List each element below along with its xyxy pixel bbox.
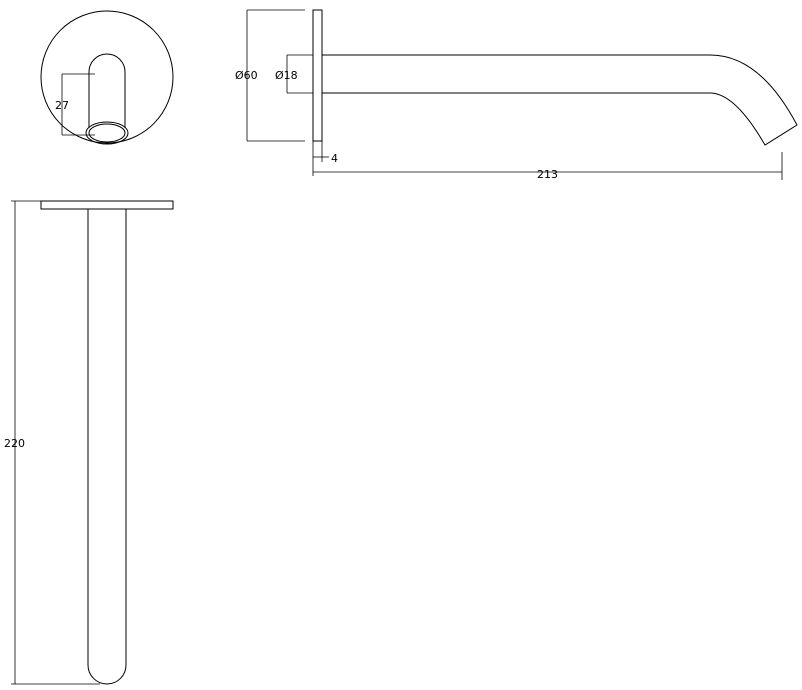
front-view: 27 bbox=[40, 10, 174, 145]
dim-label-220: 220 bbox=[4, 437, 25, 450]
dim-label-4: 4 bbox=[331, 152, 338, 165]
flange-side bbox=[312, 9, 323, 142]
outlet-ellipse-inner bbox=[88, 123, 126, 143]
spout-top bbox=[87, 209, 127, 685]
dim-label-27: 27 bbox=[55, 99, 69, 112]
dim-label-60: Ø60 bbox=[235, 69, 258, 82]
outlet-ellipse-outer bbox=[85, 121, 129, 145]
spout-side bbox=[322, 54, 798, 146]
side-view: Ø60 Ø18 4 213 bbox=[235, 9, 798, 181]
dim-label-213: 213 bbox=[537, 168, 558, 181]
flange-top bbox=[40, 200, 174, 210]
flange-outline bbox=[40, 10, 174, 144]
spout-outline-front bbox=[88, 53, 126, 128]
top-view: 220 bbox=[4, 200, 174, 685]
dim-label-18: Ø18 bbox=[275, 69, 298, 82]
